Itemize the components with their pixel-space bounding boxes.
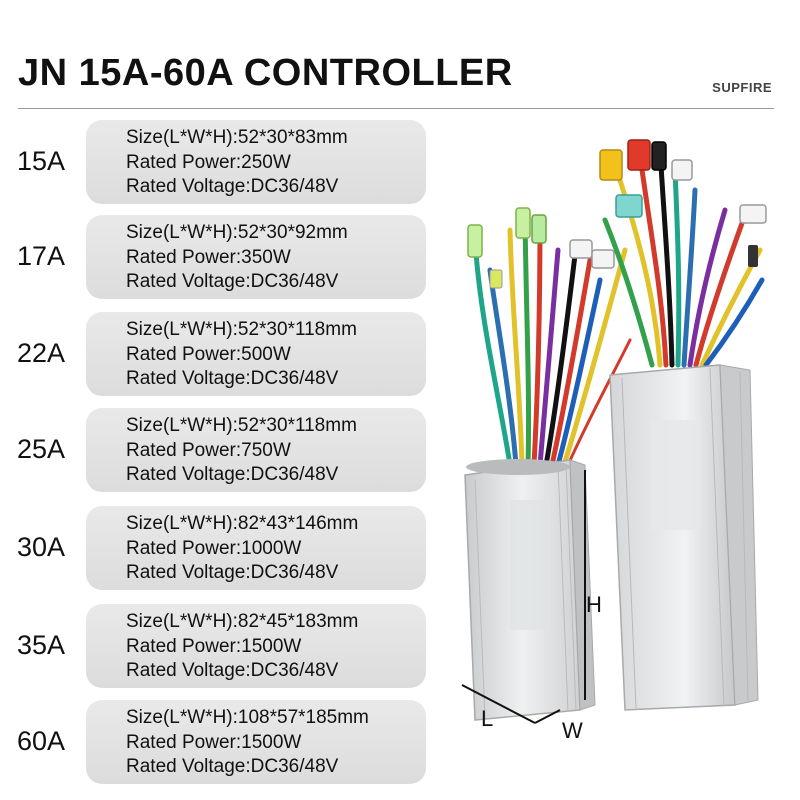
size-value: 82*43*146mm	[237, 513, 359, 534]
small-controller-connectors	[467, 207, 615, 289]
power-value: 1000W	[241, 538, 302, 559]
voltage-value: DC36/48V	[250, 464, 339, 485]
length-dimension-label: L	[481, 706, 494, 731]
page-title: JN 15A-60A CONTROLLER	[18, 52, 513, 94]
current-rating: 22A	[16, 338, 66, 368]
power-value: 1500W	[241, 636, 302, 657]
power-label: Rated Power:	[126, 152, 242, 173]
size-label: Size(L*W*H):	[126, 707, 238, 728]
size-value: 52*30*118mm	[237, 415, 357, 436]
power-label: Rated Power:	[126, 440, 242, 461]
spec-row-15a: 15A Size(L*W*H):52*30*83mm Rated Power:2…	[0, 120, 440, 206]
width-dimension-label: W	[562, 718, 583, 743]
spec-row-17a: 17A Size(L*W*H):52*30*92mm Rated Power:3…	[0, 215, 440, 301]
power-label: Rated Power:	[126, 247, 242, 268]
power-label: Rated Power:	[126, 344, 242, 365]
header-divider	[18, 108, 774, 109]
small-controller-casing	[464, 459, 596, 721]
current-rating: 25A	[16, 434, 66, 464]
size-label: Size(L*W*H):	[126, 127, 238, 148]
spec-row-25a: 25A Size(L*W*H):52*30*118mm Rated Power:…	[0, 408, 440, 494]
voltage-label: Rated Voltage:	[126, 562, 251, 583]
current-rating: 30A	[16, 532, 66, 562]
current-rating: 17A	[16, 241, 66, 271]
size-value: 82*45*183mm	[237, 611, 359, 632]
size-value: 52*30*118mm	[237, 319, 357, 340]
power-value: 350W	[241, 247, 291, 268]
voltage-label: Rated Voltage:	[126, 660, 251, 681]
voltage-label: Rated Voltage:	[126, 368, 251, 389]
size-value: 108*57*185mm	[237, 707, 369, 728]
spec-row-22a: 22A Size(L*W*H):52*30*118mm Rated Power:…	[0, 312, 440, 398]
large-controller-casing	[609, 364, 759, 711]
voltage-label: Rated Voltage:	[126, 176, 251, 197]
size-label: Size(L*W*H):	[126, 611, 238, 632]
spec-card: Size(L*W*H):108*57*185mm Rated Power:150…	[86, 700, 426, 784]
voltage-value: DC36/48V	[250, 368, 339, 389]
spec-row-30a: 30A Size(L*W*H):82*43*146mm Rated Power:…	[0, 506, 440, 592]
power-label: Rated Power:	[126, 732, 242, 753]
size-value: 52*30*92mm	[237, 222, 348, 243]
spec-card: Size(L*W*H):52*30*118mm Rated Power:500W…	[86, 312, 426, 396]
brand-label: SUPFIRE	[712, 80, 772, 95]
size-label: Size(L*W*H):	[126, 513, 238, 534]
voltage-value: DC36/48V	[250, 562, 339, 583]
current-rating: 35A	[16, 630, 66, 660]
power-value: 1500W	[241, 732, 302, 753]
large-controller-connectors	[599, 139, 767, 267]
spec-row-35a: 35A Size(L*W*H):82*45*183mm Rated Power:…	[0, 604, 440, 690]
small-controller-wire-bundle	[472, 212, 632, 468]
voltage-value: DC36/48V	[250, 176, 339, 197]
height-dimension-label: H	[586, 592, 602, 617]
voltage-value: DC36/48V	[250, 660, 339, 681]
size-label: Size(L*W*H):	[126, 319, 238, 340]
size-label: Size(L*W*H):	[126, 222, 238, 243]
current-rating: 15A	[16, 146, 66, 176]
controller-product-illustration	[461, 139, 767, 724]
power-label: Rated Power:	[126, 636, 242, 657]
power-value: 250W	[241, 152, 291, 173]
spec-row-60a: 60A Size(L*W*H):108*57*185mm Rated Power…	[0, 700, 440, 786]
spec-card: Size(L*W*H):82*45*183mm Rated Power:1500…	[86, 604, 426, 688]
spec-card: Size(L*W*H):82*43*146mm Rated Power:1000…	[86, 506, 426, 590]
size-label: Size(L*W*H):	[126, 415, 238, 436]
voltage-value: DC36/48V	[250, 271, 339, 292]
voltage-label: Rated Voltage:	[126, 271, 251, 292]
current-rating: 60A	[16, 726, 66, 756]
power-value: 500W	[241, 344, 291, 365]
voltage-label: Rated Voltage:	[126, 756, 251, 777]
size-value: 52*30*83mm	[237, 127, 348, 148]
power-value: 750W	[241, 440, 291, 461]
spec-card: Size(L*W*H):52*30*92mm Rated Power:350W …	[86, 215, 426, 299]
voltage-value: DC36/48V	[250, 756, 339, 777]
dimension-markers	[461, 470, 586, 724]
spec-card: Size(L*W*H):52*30*118mm Rated Power:750W…	[86, 408, 426, 492]
power-label: Rated Power:	[126, 538, 242, 559]
voltage-label: Rated Voltage:	[126, 464, 251, 485]
large-controller-wire-bundle	[602, 147, 765, 368]
spec-card: Size(L*W*H):52*30*83mm Rated Power:250W …	[86, 120, 426, 204]
